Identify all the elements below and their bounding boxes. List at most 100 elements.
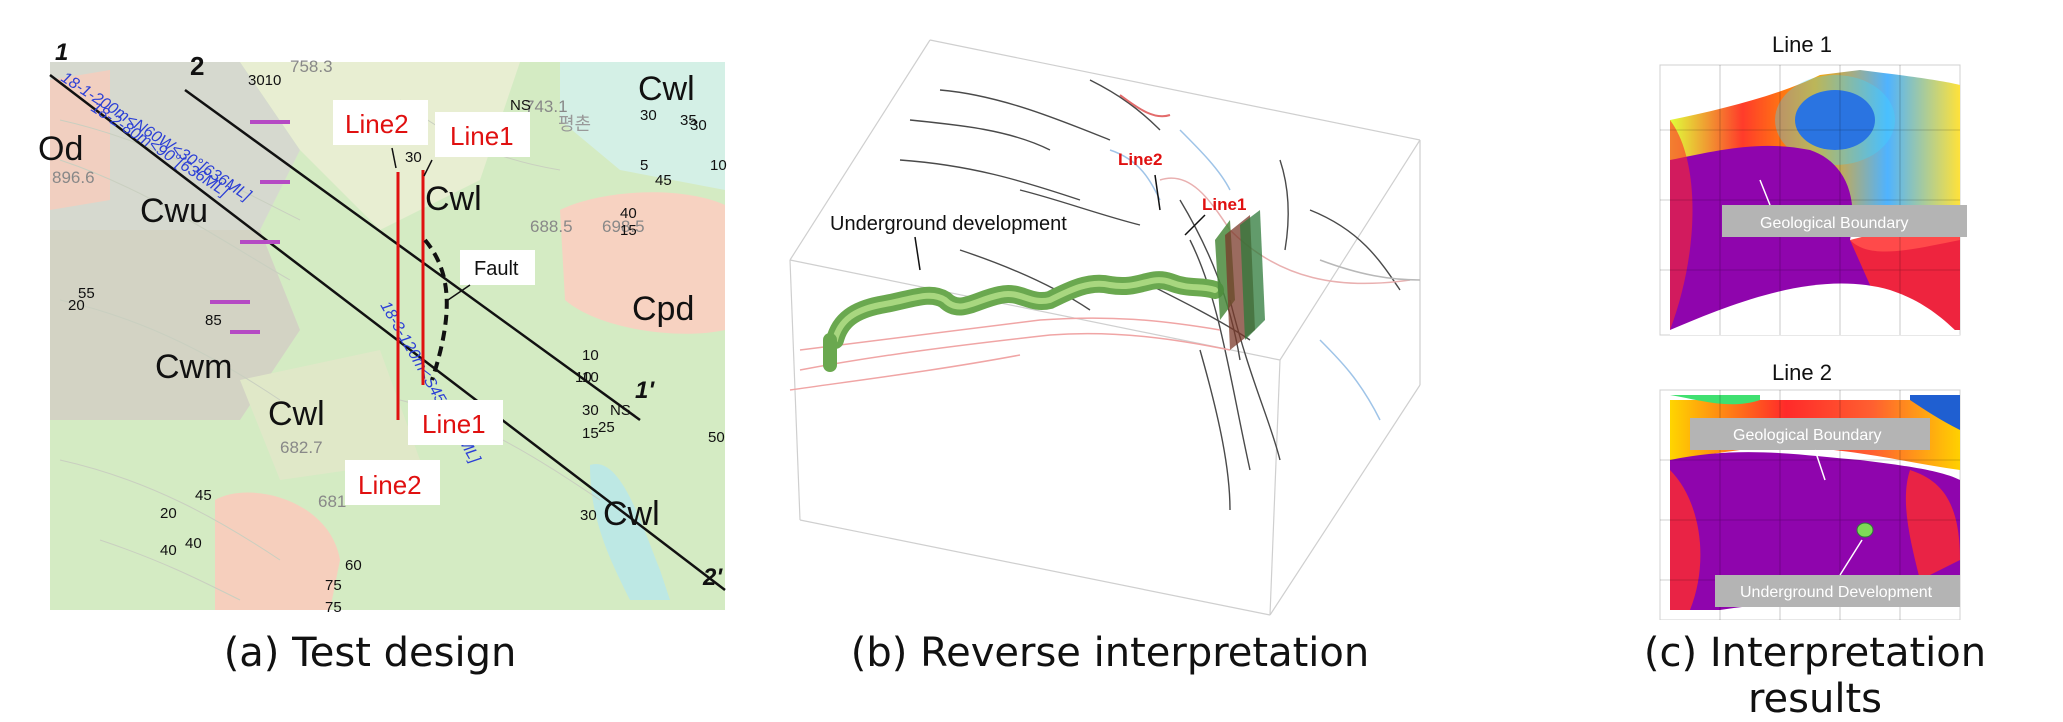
elevation-688: 688.5 [530, 217, 573, 236]
underground-development-section-label: Underground Development [1740, 584, 1933, 601]
underground-development-label: Underground development [830, 213, 1067, 235]
zone-cwl-center [240, 350, 420, 480]
interpretation-results-panel: Line 1 Geological Boundary Line 2 Geolog… [1640, 0, 2063, 621]
dip-label: 30 [580, 507, 597, 524]
dip-label: 45 [655, 172, 672, 189]
unit-label-od: Od [38, 130, 83, 168]
dip-label: 30 [582, 402, 599, 419]
arrow-line1-3d [1184, 214, 1206, 236]
line2-top-label: Line2 [345, 109, 409, 139]
axis-label-2: 2 [190, 51, 204, 81]
geological-boundary-box-2 [1690, 418, 1930, 450]
unit-label-cwl-1: Cwl [638, 70, 695, 108]
dip-label: 60 [345, 557, 362, 574]
dip-label: 75 [325, 577, 342, 594]
dip-label: 45 [195, 487, 212, 504]
underground-development-box [1715, 575, 1960, 607]
axis-label-1: 1 [55, 39, 68, 66]
arrow-line2-top [391, 147, 397, 169]
line2-blue-zone [1910, 395, 1960, 430]
line1-section-title: Line 1 [1772, 32, 1832, 57]
fault-label: Fault [474, 258, 519, 280]
dip-label: 10 [575, 369, 592, 386]
caption-interpretation-results: (c) Interpretation results [1643, 630, 1987, 722]
arrow-line1-top [423, 159, 433, 177]
line1-top-label: Line1 [450, 121, 514, 151]
dip-label: 10 [582, 369, 599, 386]
dip-label: 30 [640, 107, 657, 124]
dip-label: 40 [185, 535, 202, 552]
dip-label: 85 [205, 312, 222, 329]
zone-od [50, 70, 110, 210]
korean-place-name: 평촌 [558, 114, 591, 134]
underground-tunnel [826, 271, 1224, 349]
dip-label: 55 [78, 285, 95, 302]
elevation-698: 698.5 [602, 217, 645, 236]
drainage-lines [789, 94, 1421, 421]
zone-pink-bottom [215, 492, 340, 610]
dip-label: 5 [640, 157, 648, 174]
borehole-annotations [210, 120, 290, 334]
section-plane-overlay [1240, 210, 1265, 340]
line1-bottom-box [408, 400, 503, 445]
dip-label: 40 [160, 542, 177, 559]
line2-bottom-box [345, 460, 440, 505]
arrow-line2-3d [1154, 174, 1161, 211]
dip-label: 40 [620, 205, 637, 222]
dip-label: 50 [708, 429, 725, 446]
line1-grid [1660, 65, 1960, 335]
geological-boundary-label-2: Geological Boundary [1733, 427, 1882, 444]
section-line-2 [184, 88, 641, 422]
arrow-underground-dev [1839, 539, 1863, 576]
dip-label: 30 [405, 149, 422, 166]
line2-top-box [333, 100, 428, 145]
dip-label: NS [610, 402, 631, 419]
test-design-panel: 18-1-200m<N60W<30°[636ML] 18-2-80m<90°[6… [0, 0, 740, 620]
underground-tunnel-highlight [832, 277, 1218, 343]
line1-left-red-zone [1670, 120, 1693, 330]
line1-3d-label: Line1 [1202, 195, 1246, 214]
dip-label: 75 [325, 599, 342, 616]
section-line-1 [49, 74, 726, 591]
caption-test-design: (a) Test design [223, 630, 517, 676]
unit-label-cwl-4: Cwl [603, 495, 660, 533]
line1-anomaly-halo [1775, 75, 1895, 165]
unit-label-cwm: Cwm [155, 348, 232, 386]
line2-section-title: Line 2 [1772, 360, 1832, 385]
dip-label: 15 [620, 222, 637, 239]
caption-reverse-interpretation: (b) Reverse interpretation [850, 630, 1370, 676]
unit-label-cwu: Cwu [140, 192, 208, 230]
line2-left-red-zone [1670, 470, 1701, 610]
dip-label: NS [510, 97, 531, 114]
arrow-geo-boundary-2 [1814, 449, 1826, 481]
line2-bottom-label: Line2 [358, 470, 422, 500]
axis-label-2-prime: 2' [702, 564, 723, 591]
dip-label: 10 [710, 157, 727, 174]
line2-high-resistivity-body [1670, 452, 1960, 610]
dip-label: 25 [598, 419, 615, 436]
dip-label: 3010 [248, 72, 281, 89]
elevation-681: 681 [318, 492, 346, 511]
arrow-fault [447, 284, 471, 301]
line1-bottom-label: Line1 [422, 409, 486, 439]
reverse-interpretation-panel: Underground development Line2 Line1 [760, 0, 1460, 620]
zone-cwl-bottom-right [590, 463, 670, 600]
unit-label-cpd: Cpd [632, 290, 694, 328]
dip-label: 15 [582, 425, 599, 442]
elevation-682: 682.7 [280, 438, 323, 457]
geological-boundary-box-1 [1722, 205, 1967, 237]
zone-cpd [560, 192, 725, 334]
elevation-896: 896.6 [52, 168, 95, 187]
line2-3d-label: Line2 [1118, 150, 1162, 169]
line2-green-zone [1670, 395, 1760, 405]
3d-bounding-box [789, 39, 1421, 616]
elevation-743: 743.1 [525, 97, 568, 116]
unit-label-cwl-3: Cwl [268, 395, 325, 433]
zone-cwl-upper-right [560, 62, 725, 190]
dip-label: 10 [582, 347, 599, 364]
geological-boundary-label-1: Geological Boundary [1760, 215, 1909, 232]
line2-right-red-zone [1905, 470, 1960, 580]
arrow-underground [914, 236, 921, 271]
zone-cwl-top [240, 62, 520, 230]
dip-label: 35 [680, 112, 697, 129]
